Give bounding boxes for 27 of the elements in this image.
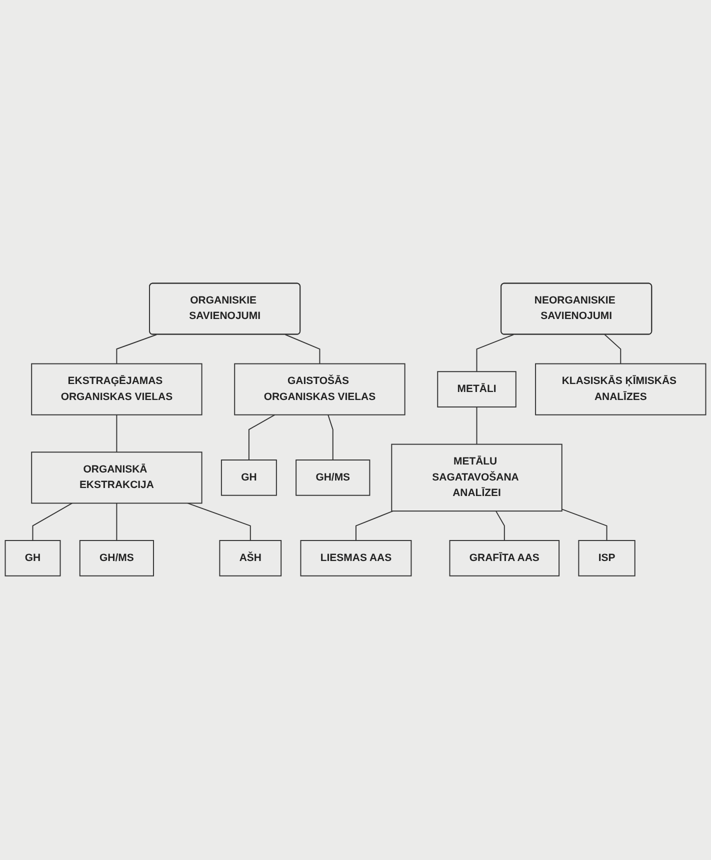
node-box: GH/MS: [79, 540, 154, 577]
node-box: AŠH: [219, 540, 282, 577]
node-box: GH/MS: [296, 460, 370, 496]
connector: [328, 414, 334, 461]
node-box: ISP: [578, 540, 636, 577]
connector: [116, 414, 118, 454]
node-box: GH: [220, 460, 277, 496]
node-box: METĀLU SAGATAVOŠANA ANALĪZEI: [391, 444, 562, 512]
connector: [476, 334, 514, 373]
connector: [284, 334, 320, 365]
connector: [116, 503, 118, 542]
connector: [476, 406, 478, 446]
node-box: GAISTOŠĀS ORGANISKAS VIELAS: [234, 364, 406, 416]
node-box: LIESMAS AAS: [300, 540, 412, 577]
connector: [116, 334, 158, 365]
connector: [604, 334, 622, 365]
connector: [495, 511, 505, 542]
node-box: KLASISKĀS ĶĪMISKĀS ANALĪZES: [535, 364, 706, 416]
connector: [561, 509, 608, 542]
node-box: METĀLI: [437, 372, 516, 408]
connector: [187, 503, 251, 542]
node-box: GRAFĪTA AAS: [449, 540, 560, 577]
connector: [355, 511, 394, 542]
connector: [32, 503, 73, 542]
node-box: GH: [4, 540, 61, 577]
node-box: EKSTRAĢĒJAMAS ORGANISKAS VIELAS: [31, 364, 202, 416]
node-box: ORGANISKĀ EKSTRAKCIJA: [31, 452, 202, 504]
